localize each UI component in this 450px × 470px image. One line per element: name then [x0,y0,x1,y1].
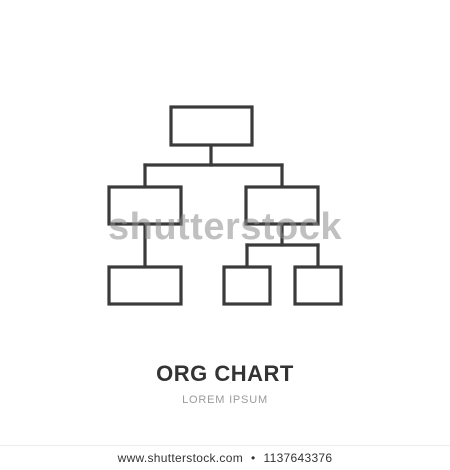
footer-site: www.shutterstock.com [117,451,243,465]
node-left [107,185,183,226]
footer-bar: www.shutterstock.com • 1137643376 [0,445,450,470]
node-right [244,185,320,226]
diagram-subtitle: LOREM IPSUM [182,394,268,406]
node-boxes [107,105,343,306]
footer-image-id: 1137643376 [263,451,333,465]
diagram-title: ORG CHART [156,361,294,386]
node-right-child-a [222,265,272,306]
node-root [169,105,254,147]
node-right-child-b [293,265,343,306]
connector-lines [143,143,320,269]
watermark: shutterstock [108,206,342,248]
node-left-child [107,265,183,306]
footer-separator: • [251,451,256,465]
